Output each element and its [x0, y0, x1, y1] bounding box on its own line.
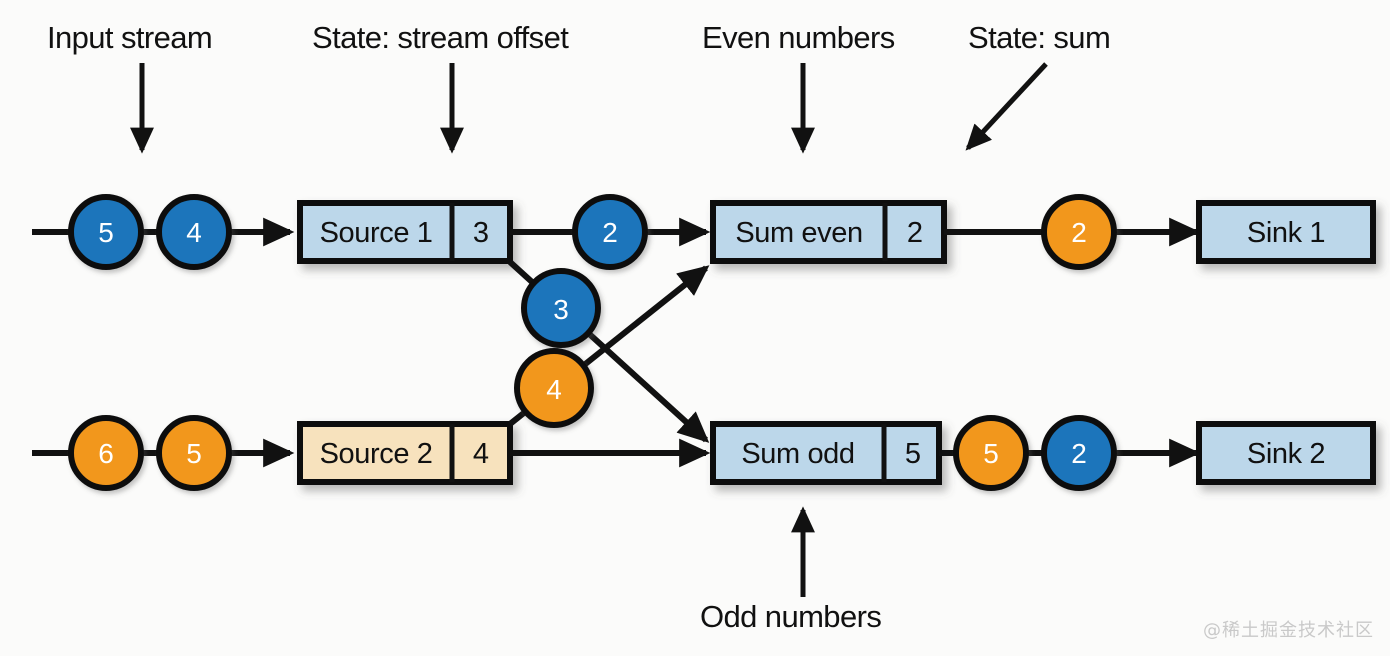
bottom-emitted-event-2[interactable]: 2	[1041, 415, 1117, 491]
sink-1-label: Sink 1	[1247, 217, 1325, 249]
operator-sum-odd-label: Sum odd	[741, 438, 854, 470]
watermark: @稀土掘金技术社区	[1203, 620, 1374, 641]
top-input-event-1-value: 5	[98, 217, 114, 248]
operator-sum-even-label: Sum even	[735, 217, 862, 249]
bottom-input-event-2[interactable]: 5	[156, 415, 232, 491]
bottom-input-event-1-value: 6	[98, 438, 114, 469]
operator-sum-odd-state: 5	[905, 438, 921, 470]
top-even-event[interactable]: 2	[572, 194, 648, 270]
crossing-event-odd[interactable]: 3	[521, 268, 601, 348]
bottom-emitted-event-1[interactable]: 5	[953, 415, 1029, 491]
annotation-state-sum: State: sum	[968, 20, 1111, 55]
annotation-input-stream: Input stream	[47, 20, 213, 55]
annotation-even-numbers: Even numbers	[702, 20, 895, 55]
bottom-row: 6 5 Source 2 4 Sum odd 5	[32, 415, 1376, 491]
operator-source-2-state: 4	[473, 438, 489, 470]
operator-source-2-label: Source 2	[320, 438, 433, 470]
top-input-event-1[interactable]: 5	[68, 194, 144, 270]
operator-sum-even[interactable]: Sum even 2	[710, 200, 947, 264]
sink-2-label: Sink 2	[1247, 438, 1325, 470]
sink-2[interactable]: Sink 2	[1196, 421, 1376, 485]
operator-source-1-label: Source 1	[320, 217, 433, 249]
operator-source-1[interactable]: Source 1 3	[297, 200, 513, 264]
operator-sum-odd[interactable]: Sum odd 5	[710, 421, 942, 485]
top-row: 5 4 Source 1 3 2 Su	[32, 194, 1376, 270]
bottom-emitted-event-2-value: 2	[1071, 438, 1087, 469]
top-emitted-event[interactable]: 2	[1041, 194, 1117, 270]
top-even-event-value: 2	[602, 217, 618, 248]
top-input-event-2-value: 4	[186, 217, 202, 248]
sink-1[interactable]: Sink 1	[1196, 200, 1376, 264]
annotation-odd-numbers: Odd numbers	[700, 599, 882, 634]
bottom-input-event-2-value: 5	[186, 438, 202, 469]
bottom-emitted-event-1-value: 5	[983, 438, 999, 469]
operator-sum-even-state: 2	[907, 217, 923, 249]
operator-source-1-state: 3	[473, 217, 489, 249]
annotation-state-stream-offset: State: stream offset	[312, 20, 569, 55]
crossing-event-even[interactable]: 4	[514, 348, 594, 428]
arrow-state-sum	[965, 62, 1048, 151]
top-emitted-event-value: 2	[1071, 217, 1087, 248]
crossing-edges: 3 4	[507, 259, 710, 443]
operator-source-2[interactable]: Source 2 4	[297, 421, 513, 485]
bottom-input-event-1[interactable]: 6	[68, 415, 144, 491]
crossing-event-odd-value: 3	[553, 294, 569, 325]
crossing-event-even-value: 4	[546, 374, 562, 405]
top-input-event-2[interactable]: 4	[156, 194, 232, 270]
annotation-arrows	[130, 62, 1048, 597]
